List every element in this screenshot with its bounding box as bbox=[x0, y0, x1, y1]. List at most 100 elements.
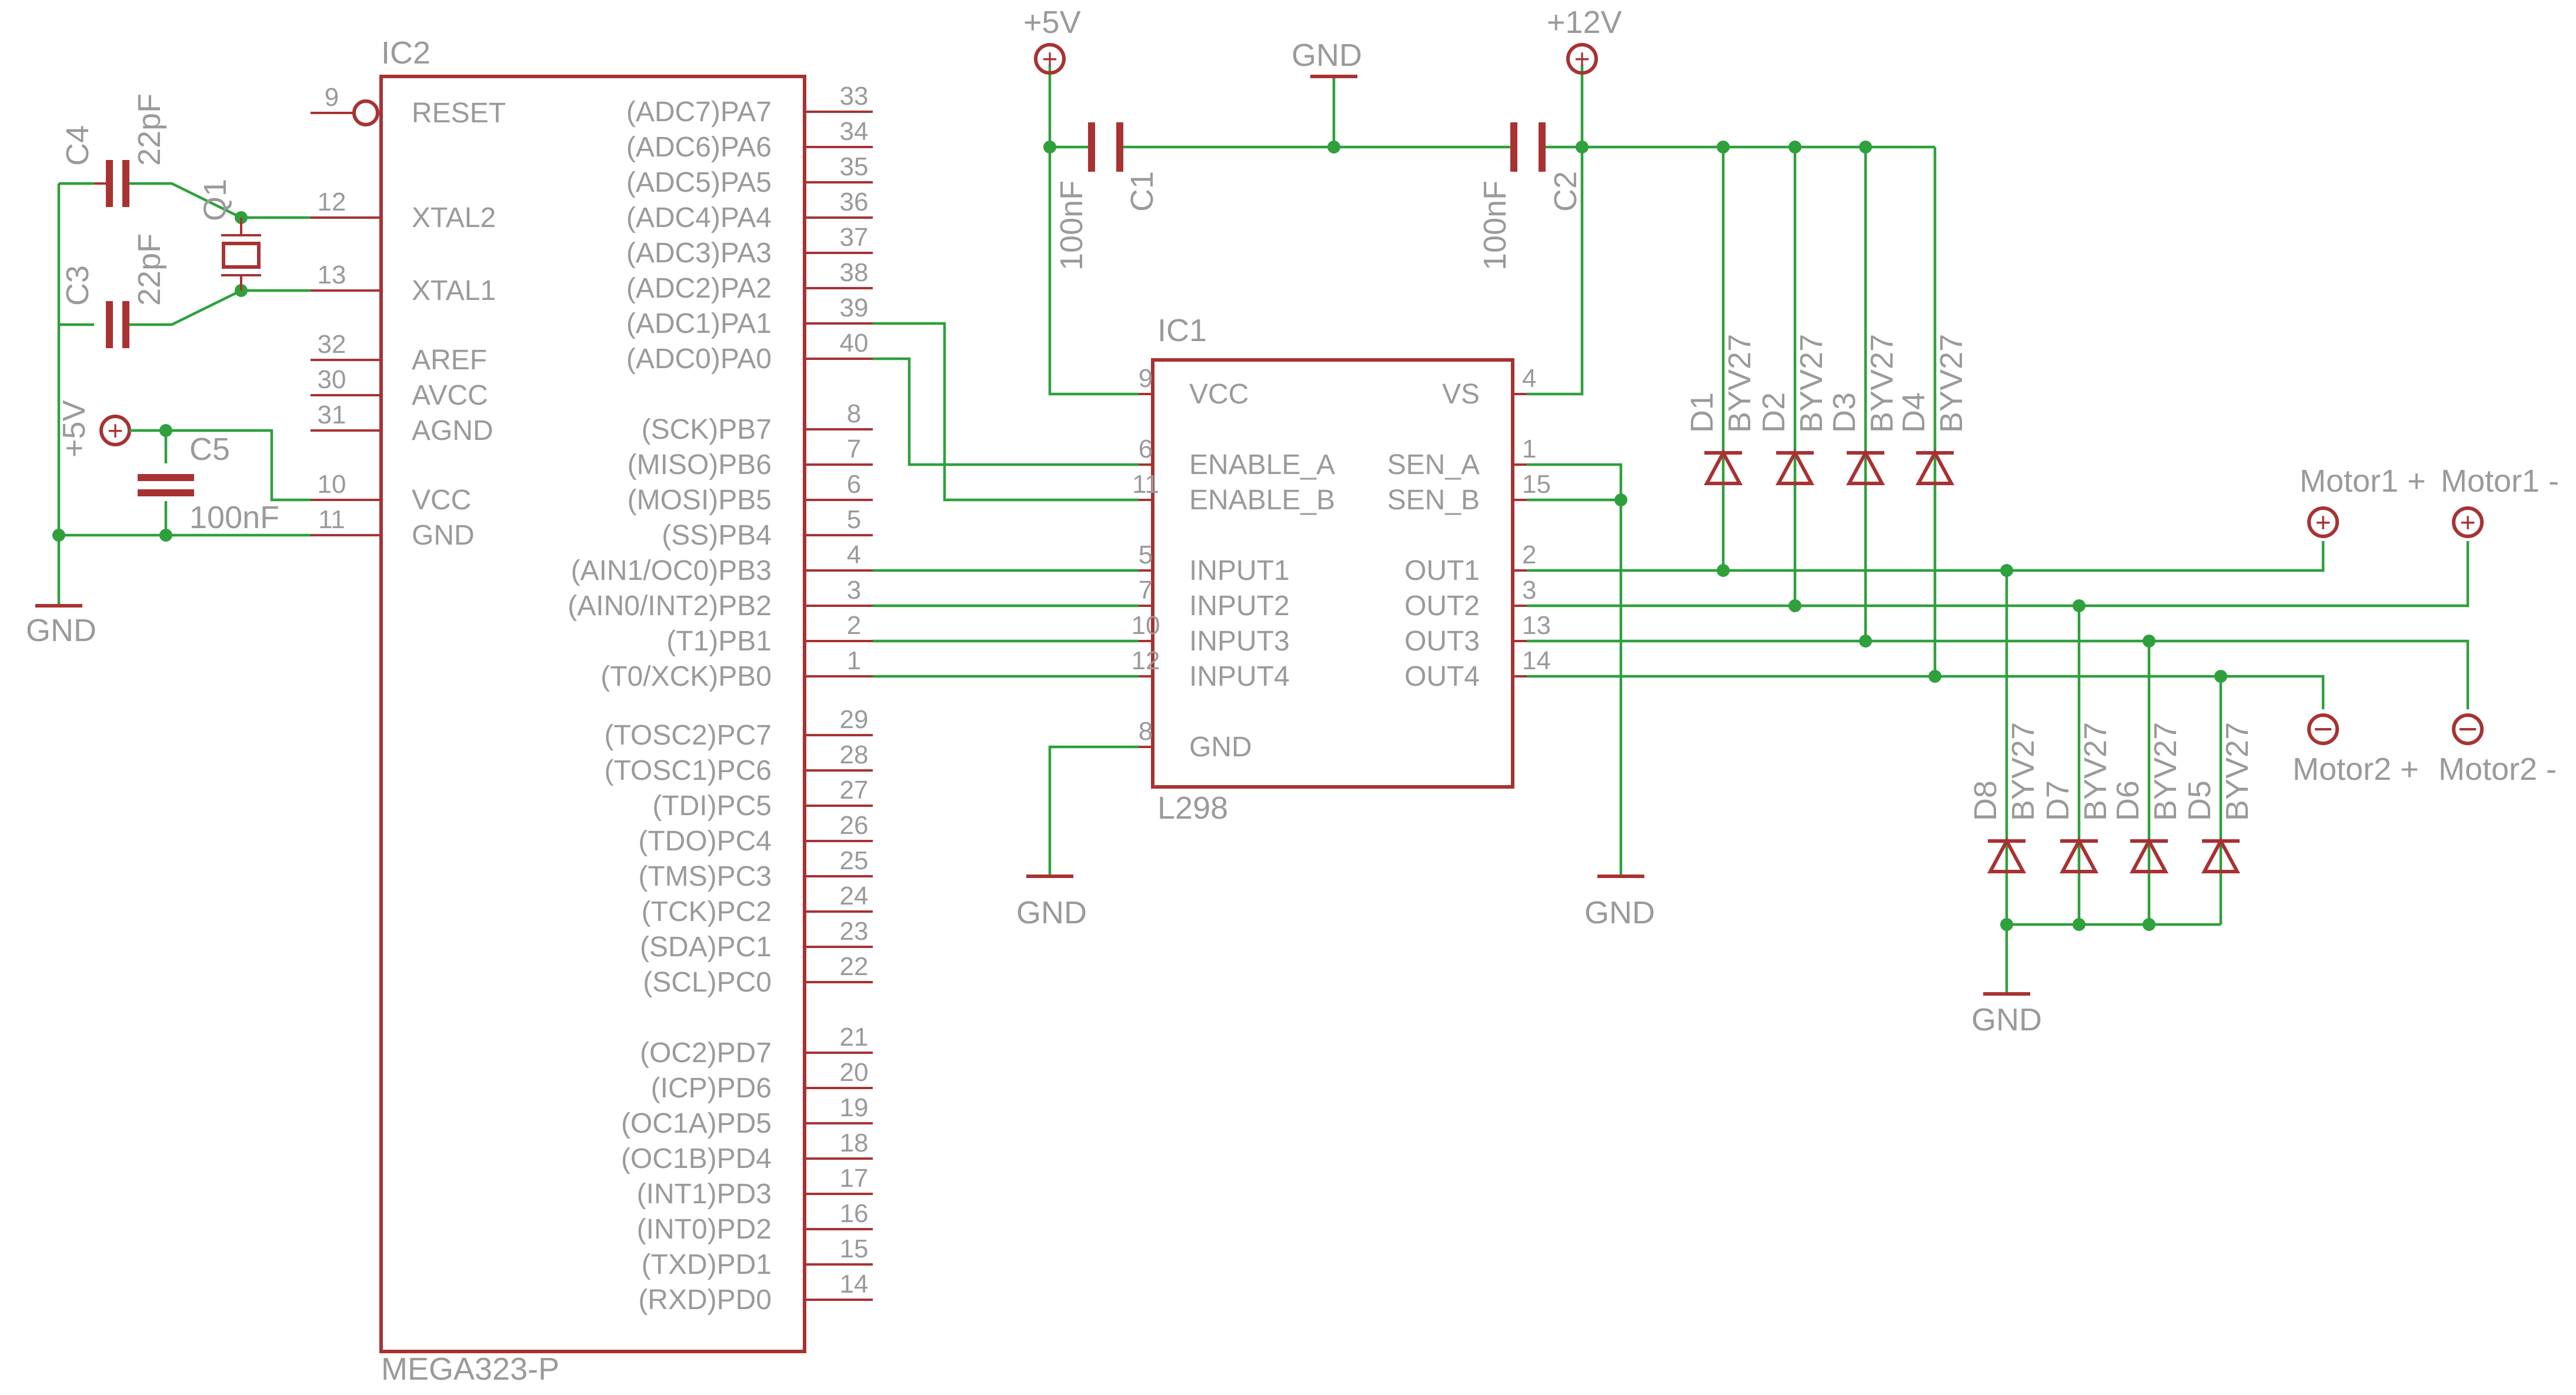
ic2-pin-number: 7 bbox=[847, 435, 861, 463]
ic2-pin-label: (MOSI)PB5 bbox=[628, 485, 772, 516]
junction bbox=[2214, 670, 2227, 683]
ic1-pin-number: 5 bbox=[1139, 540, 1153, 569]
ic2-pin-number: 2 bbox=[847, 611, 861, 640]
ic2-pin-label: (SCK)PB7 bbox=[642, 414, 772, 445]
wire-ic1-gnd bbox=[1048, 745, 1139, 876]
diode-name: D5 bbox=[2182, 780, 2217, 821]
ic1-pin-label: VS bbox=[1442, 379, 1480, 410]
junction bbox=[1327, 141, 1340, 153]
diode-name: D7 bbox=[2040, 780, 2076, 821]
ic1-pin-label: INPUT3 bbox=[1189, 626, 1290, 657]
diode-triangle bbox=[2129, 837, 2169, 873]
diode-value: BYV27 bbox=[1934, 334, 1969, 433]
ic2-pin-number: 14 bbox=[840, 1270, 869, 1299]
ic1-pin-label: ENABLE_B bbox=[1189, 485, 1335, 516]
plus-sign: + bbox=[2315, 507, 2331, 538]
ic2-pin-number: 21 bbox=[840, 1023, 869, 1052]
ic1-pin-number: 9 bbox=[1139, 364, 1153, 393]
gnd-label: GND bbox=[1971, 1002, 2042, 1037]
c4-plate bbox=[122, 160, 129, 207]
ic2-pin-label: (ICP)PD6 bbox=[651, 1073, 772, 1104]
ic2-pin-label: AVCC bbox=[412, 380, 488, 411]
plus-circle bbox=[2452, 506, 2484, 538]
diode-triangle bbox=[2059, 837, 2099, 873]
junction bbox=[2073, 918, 2086, 931]
ic1-pin-number: 10 bbox=[1132, 611, 1160, 640]
ic2-right-pins: 33(ADC7)PA734(ADC6)PA635(ADC5)PA536(ADC4… bbox=[568, 82, 873, 1316]
ic1-pin-label: OUT2 bbox=[1404, 590, 1480, 622]
ic2-pin-label: (INT1)PD3 bbox=[637, 1179, 772, 1210]
ic1-pin-number: 13 bbox=[1522, 611, 1551, 640]
diode-triangle bbox=[1703, 449, 1743, 485]
junction bbox=[1717, 564, 1730, 577]
ic1-value: L298 bbox=[1157, 790, 1228, 826]
motor1-left-label: Motor1 + bbox=[2300, 463, 2426, 499]
c3-plate bbox=[106, 301, 113, 348]
junction bbox=[1859, 141, 1872, 153]
ic2-pin-number: 18 bbox=[840, 1129, 869, 1157]
ic1-pin-number: 12 bbox=[1132, 646, 1160, 675]
junction bbox=[2073, 599, 2086, 612]
ic2-pin-number: 25 bbox=[840, 846, 869, 875]
wire-vs bbox=[1527, 65, 1584, 396]
ic1-pin-number: 1 bbox=[1522, 435, 1536, 463]
wire-sen-a bbox=[1527, 463, 1623, 876]
ic2-pin-label: GND bbox=[412, 520, 475, 551]
ic2-pin-label: (TXD)PD1 bbox=[642, 1249, 772, 1280]
ic2-pin-number: 12 bbox=[318, 188, 346, 216]
ic2-pin-number: 37 bbox=[840, 223, 869, 252]
ic1-pin-number: 4 bbox=[1522, 364, 1536, 393]
ic2-pin-number: 3 bbox=[847, 576, 861, 605]
gnd-label: GND bbox=[1016, 895, 1087, 930]
c1-plate bbox=[1116, 122, 1123, 172]
ic2-pin-label: AREF bbox=[412, 345, 487, 376]
plus-sign: + bbox=[1042, 44, 1058, 74]
diode-value: BYV27 bbox=[1722, 334, 1757, 433]
ic2-pin-number: 23 bbox=[840, 917, 869, 946]
capacitor-c2: 100nF C2 bbox=[1477, 122, 1583, 271]
ic1-pin-number: 7 bbox=[1139, 576, 1153, 605]
diode-value: BYV27 bbox=[2078, 722, 2113, 821]
ic1-left-pins: 9VCC6ENABLE_A11ENABLE_B5INPUT17INPUT210I… bbox=[1132, 364, 1336, 763]
ic2-pin-label: (TOSC1)PC6 bbox=[604, 755, 772, 786]
ic2-pin-number: 8 bbox=[847, 399, 861, 428]
ic2-pin-label: (TCK)PC2 bbox=[642, 896, 772, 927]
ic1-pin-label: INPUT1 bbox=[1189, 555, 1290, 586]
c5-plate bbox=[138, 489, 194, 496]
c1-value: 100nF bbox=[1054, 181, 1089, 271]
ic2-pin-label: (OC1A)PD5 bbox=[621, 1108, 772, 1139]
ic2-pin-label: AGND bbox=[412, 415, 493, 446]
gnd-symbol-diodes: GND bbox=[1971, 992, 2042, 1037]
ic2-pin-number: 4 bbox=[847, 540, 861, 569]
diode-value: BYV27 bbox=[2220, 722, 2255, 821]
motor2-right-label: Motor2 - bbox=[2438, 752, 2557, 787]
ic2-pin-number: 15 bbox=[840, 1234, 869, 1263]
diode-name: D2 bbox=[1756, 392, 1791, 433]
c4-name: C4 bbox=[60, 125, 95, 166]
ic1-pin-number: 15 bbox=[1522, 470, 1551, 499]
junction bbox=[1043, 141, 1056, 153]
ic2-pin-label: (ADC5)PA5 bbox=[626, 167, 772, 198]
ic2-pin-label: (INT0)PD2 bbox=[637, 1214, 772, 1245]
ic2-pin-label: (ADC7)PA7 bbox=[626, 96, 772, 128]
diode-value: BYV27 bbox=[2006, 722, 2041, 821]
ic2-pin-number: 17 bbox=[840, 1164, 869, 1193]
gnd-label: GND bbox=[1584, 895, 1655, 930]
ic1-pin-label: ENABLE_A bbox=[1189, 449, 1335, 480]
diode-value: BYV27 bbox=[2148, 722, 2183, 821]
ic2-name: IC2 bbox=[381, 35, 431, 71]
ic2-body bbox=[379, 75, 806, 1353]
junction bbox=[1788, 141, 1801, 153]
ic2-pin-number: 26 bbox=[840, 811, 869, 840]
junction bbox=[2000, 564, 2013, 577]
terminal-motor2-a bbox=[2307, 713, 2339, 745]
gnd-symbol-ic1: GND bbox=[1016, 875, 1087, 930]
junction bbox=[159, 424, 172, 437]
diode-triangle bbox=[1987, 837, 2027, 873]
ic1-pin-number: 14 bbox=[1522, 646, 1551, 675]
